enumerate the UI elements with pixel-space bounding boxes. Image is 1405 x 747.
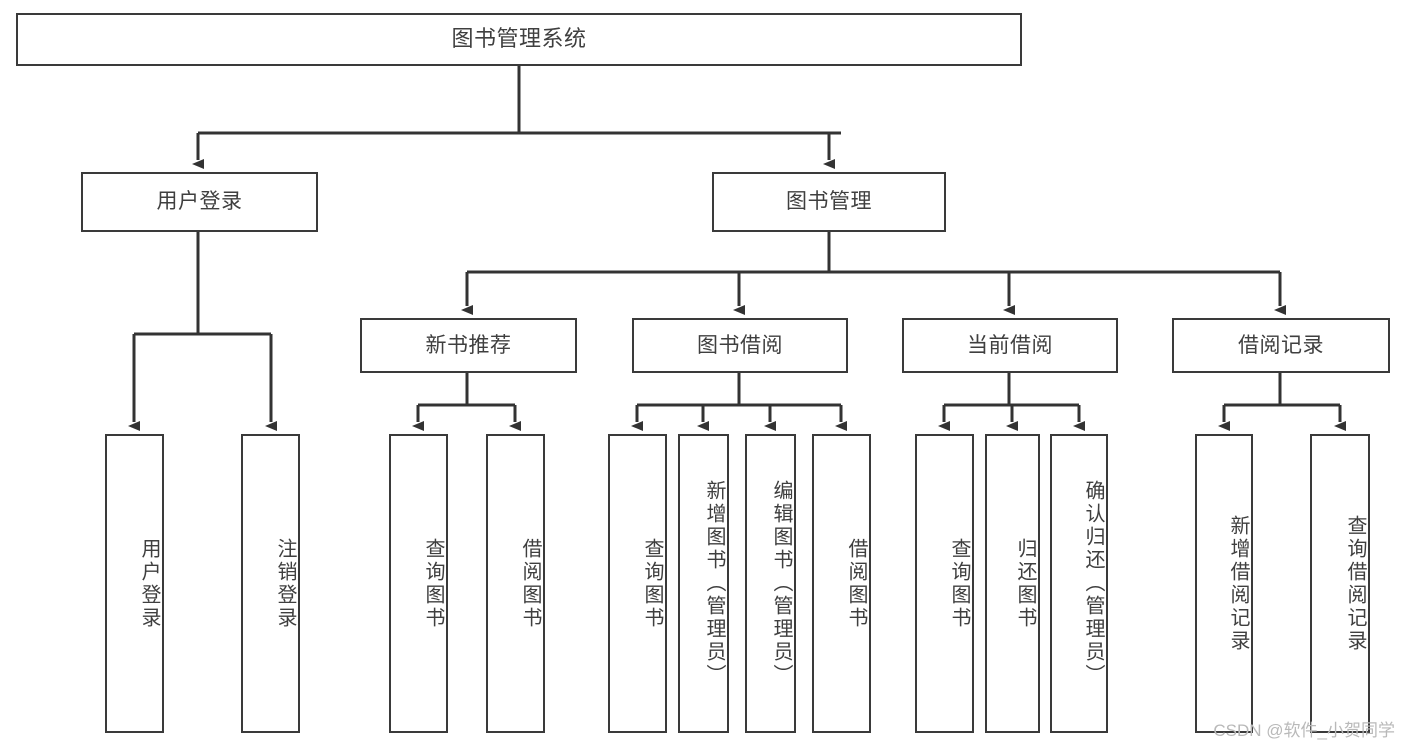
leaf-user-login-signin-label: 用户登录	[138, 537, 160, 630]
leaf-borrow-record-add[interactable]: 新增借阅记录	[1195, 434, 1253, 733]
node-new-book-recommend[interactable]: 新书推荐	[360, 318, 577, 373]
leaf-current-borrow-query[interactable]: 查询图书	[915, 434, 974, 733]
leaf-borrow-record-query-label: 查询借阅记录	[1344, 514, 1366, 653]
leaf-user-login-signout-label: 注销登录	[274, 537, 296, 630]
leaf-current-borrow-return[interactable]: 归还图书	[985, 434, 1040, 733]
node-borrow-record-label: 借阅记录	[1238, 333, 1324, 357]
leaf-borrow-record-query[interactable]: 查询借阅记录	[1310, 434, 1370, 733]
leaf-book-borrow-add[interactable]: 新增图书（管理员）	[678, 434, 729, 733]
node-new-book-recommend-label: 新书推荐	[425, 333, 512, 357]
node-current-borrow-label: 当前借阅	[967, 333, 1053, 357]
node-root-system-label: 图书管理系统	[451, 26, 587, 52]
leaf-book-borrow-borrow[interactable]: 借阅图书	[812, 434, 871, 733]
leaf-book-borrow-edit-label: 编辑图书（管理员）	[770, 480, 792, 687]
node-root-system[interactable]: 图书管理系统	[16, 13, 1022, 66]
leaf-book-borrow-edit[interactable]: 编辑图书（管理员）	[745, 434, 796, 733]
leaf-current-borrow-confirm-label: 确认归还（管理员）	[1082, 480, 1104, 687]
leaf-borrow-record-add-label: 新增借阅记录	[1227, 514, 1249, 653]
leaf-book-borrow-borrow-label: 借阅图书	[845, 537, 867, 630]
leaf-new-book-query[interactable]: 查询图书	[389, 434, 448, 733]
node-book-manage[interactable]: 图书管理	[712, 172, 946, 232]
node-current-borrow[interactable]: 当前借阅	[902, 318, 1118, 373]
leaf-user-login-signout[interactable]: 注销登录	[241, 434, 300, 733]
leaf-new-book-query-label: 查询图书	[422, 537, 444, 630]
leaf-new-book-borrow-label: 借阅图书	[519, 537, 541, 630]
node-user-login-label: 用户登录	[156, 190, 243, 214]
leaf-book-borrow-query-label: 查询图书	[641, 537, 663, 630]
connector-lines	[128, 66, 1346, 431]
leaf-current-borrow-confirm[interactable]: 确认归还（管理员）	[1050, 434, 1108, 733]
leaf-book-borrow-add-label: 新增图书（管理员）	[703, 480, 725, 687]
leaf-user-login-signin[interactable]: 用户登录	[105, 434, 164, 733]
leaf-new-book-borrow[interactable]: 借阅图书	[486, 434, 545, 733]
node-user-login[interactable]: 用户登录	[81, 172, 318, 232]
node-book-borrow[interactable]: 图书借阅	[632, 318, 848, 373]
leaf-book-borrow-query[interactable]: 查询图书	[608, 434, 667, 733]
leaf-current-borrow-query-label: 查询图书	[948, 537, 970, 630]
leaf-current-borrow-return-label: 归还图书	[1014, 537, 1036, 630]
node-borrow-record[interactable]: 借阅记录	[1172, 318, 1390, 373]
node-book-manage-label: 图书管理	[786, 190, 872, 214]
node-book-borrow-label: 图书借阅	[697, 333, 783, 357]
